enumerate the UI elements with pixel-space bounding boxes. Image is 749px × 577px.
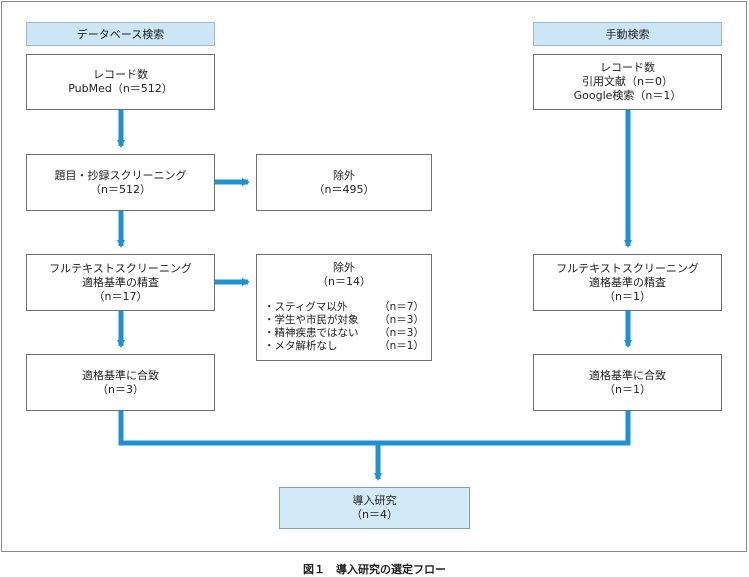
eligible-db-title: 適格基準に合致 (82, 368, 159, 382)
header-manual-label: 手動検索 (605, 28, 650, 41)
records-db-pubmed: PubMed（n＝512） (68, 82, 173, 95)
exclusion-reason-row: ・学生や市民が対象 （n＝3） (264, 314, 424, 327)
exclusion-count: （n＝1） (379, 340, 424, 352)
connector-db-to-merge (118, 411, 378, 446)
exclusion-reason-row: ・スティグマ以外 （n＝7） (264, 301, 424, 314)
fulltext-db-title: フルテキストスクリーニング (49, 261, 192, 275)
excluded2-count: （n＝14） (317, 275, 371, 288)
box-fulltext-screening-manual: フルテキストスクリーニング 適格基準の精査 （n＝1） (533, 254, 722, 311)
eligible-manual-title: 適格基準に合致 (589, 368, 666, 382)
box-eligible-database: 適格基準に合致 （n＝3） (26, 354, 215, 411)
exclusion-reason: ・精神疾患ではない (264, 327, 359, 339)
exclusion-count: （n＝7） (379, 301, 424, 313)
exclusion-reason-row: ・精神疾患ではない （n＝3） (264, 327, 424, 340)
exclusion-reasons-list: ・スティグマ以外 （n＝7） ・学生や市民が対象 （n＝3） ・精神疾患ではない… (264, 301, 424, 353)
records-manual-citations: 引用文献（n＝0） (582, 75, 673, 88)
eligible-db-count: （n＝3） (97, 382, 144, 396)
records-db-title: レコード数 (93, 68, 148, 81)
box-eligible-manual: 適格基準に合致 （n＝1） (533, 354, 722, 411)
box-fulltext-screening-database: フルテキストスクリーニング 適格基準の精査 （n＝17） (26, 254, 215, 311)
exclusion-count: （n＝3） (379, 327, 424, 339)
screening-title: 題目・抄録スクリーニング (54, 168, 187, 182)
box-title-abstract-screening: 題目・抄録スクリーニング （n＝512） (26, 154, 215, 211)
records-manual-google: Google検索（n＝1） (573, 89, 682, 102)
fulltext-manual-count: （n＝1） (604, 289, 651, 303)
exclusion-reason: ・スティグマ以外 (264, 301, 348, 313)
figure-caption: 図１ 導入研究の選定フロー (303, 563, 446, 576)
fulltext-manual-title: フルテキストスクリーニング (556, 261, 699, 275)
exclusion-reason: ・メタ解析なし (264, 340, 338, 352)
records-manual-title: レコード数 (600, 61, 655, 74)
eligible-manual-count: （n＝1） (604, 382, 651, 396)
box-excluded-screening: 除外 （n＝495） (256, 154, 432, 211)
exclusion-reason-row: ・メタ解析なし （n＝1） (264, 340, 424, 353)
exclusion-reason: ・学生や市民が対象 (264, 314, 359, 326)
fulltext-db-criteria: 適格基準の精査 (82, 275, 159, 289)
fulltext-db-count: （n＝17） (93, 289, 148, 303)
header-database-label: データベース検索 (76, 28, 165, 41)
header-database-search: データベース検索 (26, 22, 215, 46)
box-records-database: レコード数 PubMed（n＝512） (26, 54, 215, 110)
header-manual-search: 手動検索 (533, 22, 722, 46)
included-title: 導入研究 (352, 494, 397, 507)
box-included-studies: 導入研究 （n＝4） (279, 487, 470, 529)
box-excluded-fulltext: 除外 （n＝14） ・スティグマ以外 （n＝7） ・学生や市民が対象 （n＝3）… (256, 254, 432, 361)
exclusion-count: （n＝3） (379, 314, 424, 326)
excluded1-count: （n＝495） (313, 182, 375, 196)
fulltext-manual-criteria: 適格基準の精査 (589, 275, 666, 289)
included-count: （n＝4） (351, 508, 398, 521)
excluded1-title: 除外 (333, 168, 355, 182)
screening-count: （n＝512） (90, 182, 151, 196)
excluded2-title: 除外 (333, 261, 355, 274)
connector-manual-to-merge (378, 411, 631, 446)
box-records-manual: レコード数 引用文献（n＝0） Google検索（n＝1） (533, 54, 722, 110)
